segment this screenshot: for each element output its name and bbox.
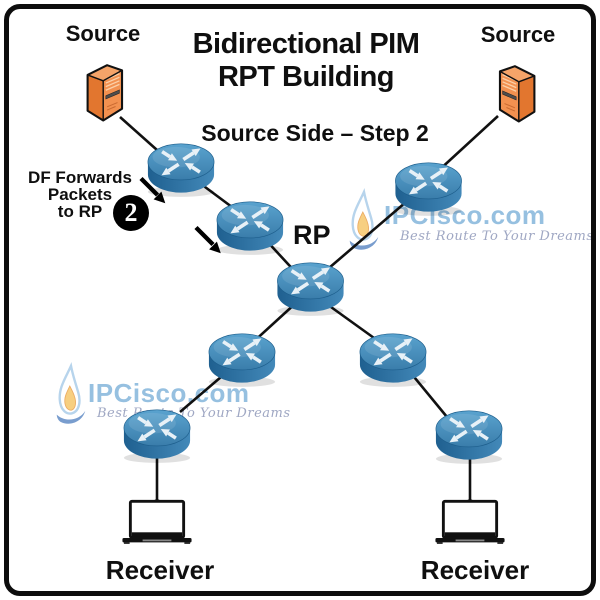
label-rp: RP (293, 220, 331, 250)
link-source-right-to-router3 (436, 115, 499, 173)
diagram-border (4, 4, 596, 596)
df-annotation-line1: DF Forwards (28, 168, 132, 187)
subtitle-step: Source Side – Step 2 (201, 120, 429, 146)
label-receiver-left: Receiver (105, 555, 215, 585)
label-source-left: Source (65, 21, 141, 46)
title-line1: Bidirectional PIM (192, 28, 420, 60)
df-annotation-line2: Packets (47, 185, 113, 204)
df-forwards-annotation: DF Forwards Packets to RP (28, 169, 132, 220)
title-line2: RPT Building (217, 61, 395, 94)
watermark-tagline-text: Best Route To Your Dreams (400, 229, 594, 244)
page-title: Bidirectional PIM RPT Building (193, 28, 420, 94)
step-2-badge: 2 (113, 195, 149, 231)
flow-arrow-icon (194, 225, 215, 247)
df-annotation-line3: to RP (57, 202, 103, 221)
flow-arrowhead-icon (153, 191, 166, 204)
label-source-right: Source (480, 22, 556, 47)
label-receiver-right: Receiver (420, 555, 530, 585)
ipcisco-logo-icon (56, 362, 86, 424)
